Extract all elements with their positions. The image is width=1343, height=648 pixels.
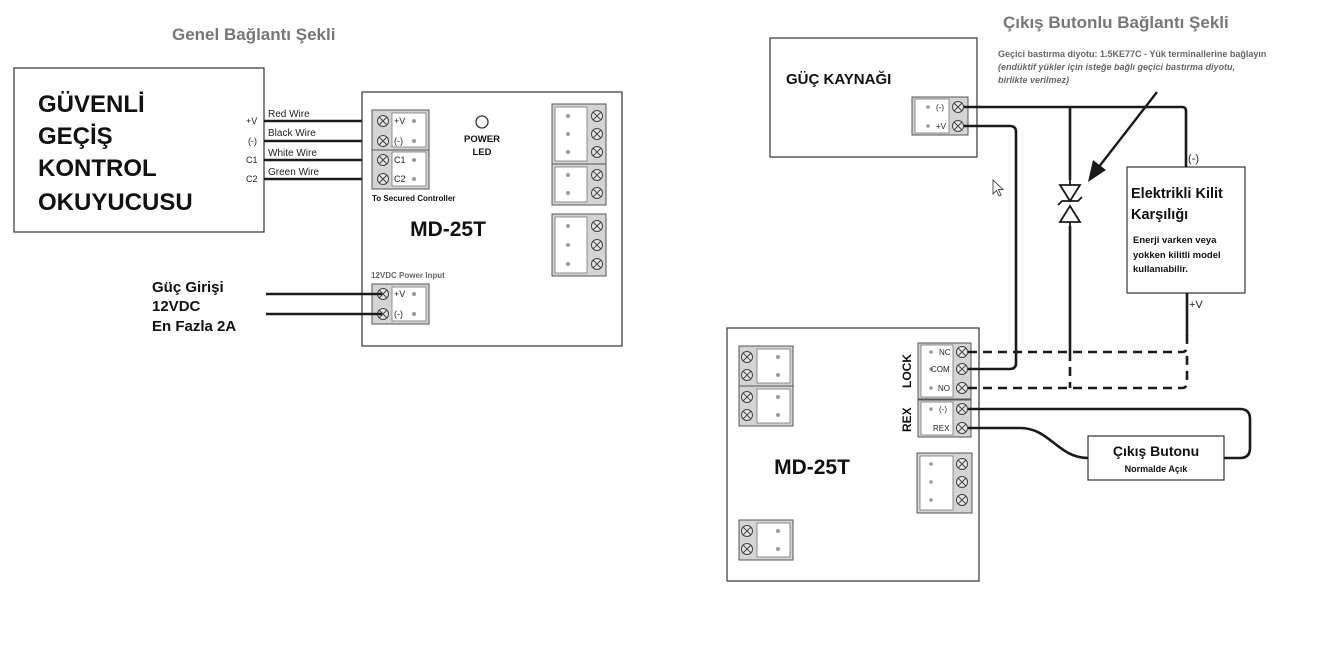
psu-term-minus: (-) (936, 103, 944, 112)
strike-title-line-2: Karşılığı (1131, 207, 1188, 223)
rex-terminal-block (551, 163, 607, 206)
board-term-plus-v: +V (394, 116, 405, 126)
reader-pin-minus: (-) (248, 136, 257, 146)
tvs-diode-icon (1057, 180, 1083, 226)
model-label-left: MD-25T (410, 218, 486, 241)
right-board-block-c (738, 519, 794, 561)
reader-label-line-2: GEÇİŞ (38, 123, 113, 150)
power-input-caption: 12VDC Power Input (371, 271, 445, 280)
power-input-line-1: Güç Girişi (152, 279, 224, 296)
psu-terminal-block (911, 96, 969, 136)
psu-minus-to-strike-wire (964, 105, 1188, 167)
aux-terminal-block (551, 213, 607, 277)
strike-desc-line-2: yokken kilitli model (1133, 250, 1221, 261)
white-wire-label: White Wire (268, 148, 317, 159)
general-connection-title: Genel Bağlantı Şekli (172, 25, 335, 44)
diode-note-line-2: (endüktif yükler için isteğe bağlı geçic… (998, 62, 1235, 72)
right-board-block-b (738, 385, 794, 427)
lock-term-no: NO (938, 384, 950, 393)
exit-button-label: Çıkış Butonu (1113, 443, 1199, 459)
exit-button-connection-title: Çıkış Butonlu Bağlantı Şekli (1003, 13, 1229, 32)
rex-input-terminal-block (917, 399, 972, 438)
strike-desc-line-1: Enerji varken veya (1133, 235, 1217, 246)
power-led-label-2: LED (473, 147, 492, 158)
reader-pin-c1: C1 (246, 155, 258, 165)
exit-button-box (1087, 435, 1225, 481)
relay-terminal-block-3 (551, 103, 607, 165)
rex-term-minus: (-) (939, 405, 947, 414)
mouse-cursor-icon (992, 178, 1005, 197)
right-board-block-d (916, 452, 973, 514)
exit-button-sublabel: Normalde Açık (1125, 464, 1189, 474)
rex-term-rex: REX (933, 424, 950, 433)
power-supply-label: GÜÇ KAYNAĞI (786, 70, 891, 88)
right-board-block-a (738, 345, 794, 387)
access-control-reader-box (13, 67, 265, 233)
lock-group-label: LOCK (900, 354, 914, 388)
lock-terminal-block (917, 342, 972, 400)
power-term-minus: (-) (394, 309, 403, 319)
strike-desc-line-3: kullanıabilir. (1133, 264, 1188, 275)
psu-term-plus-v: +V (936, 122, 947, 131)
strike-minus-label: (-) (1188, 153, 1199, 165)
diode-note-line-3: birlikte verilmez) (998, 75, 1069, 85)
power-input-terminal-block (371, 283, 430, 325)
power-led-icon (475, 115, 489, 129)
power-input-line-2: 12VDC (152, 298, 201, 315)
reader-label-line-4: OKUYUCUSU (38, 189, 193, 216)
nc-to-strike-dashed-wire (968, 335, 1189, 354)
rex-minus-to-button-wire (968, 407, 1252, 460)
board-term-c2: C2 (394, 174, 406, 184)
board-term-c1: C1 (394, 155, 406, 165)
black-wire-label: Black Wire (268, 128, 316, 139)
input-terminal-block-data (371, 149, 430, 190)
strike-plus-label: +V (1189, 299, 1203, 311)
model-label-right: MD-25T (774, 456, 850, 479)
power-input-line-3: En Fazla 2A (152, 318, 236, 335)
rex-to-button-wire (968, 426, 1089, 460)
red-wire-label: Red Wire (268, 109, 310, 120)
reader-pin-c2: C2 (246, 174, 258, 184)
lock-term-nc: NC (939, 348, 951, 357)
green-wire-label: Green Wire (268, 167, 320, 178)
reader-pin-plus-v: +V (246, 116, 257, 126)
board-term-minus: (-) (394, 136, 403, 146)
note-arrow-icon (1088, 91, 1158, 182)
strike-title-line-1: Elektrikli Kilit (1131, 186, 1223, 202)
input-terminal-block-power (371, 109, 430, 151)
power-term-plus-v: +V (394, 289, 405, 299)
lock-term-com: COM (931, 365, 950, 374)
reader-label-line-1: GÜVENLİ (38, 91, 145, 118)
reader-label-line-3: KONTROL (38, 155, 157, 182)
power-led-label-1: POWER (464, 134, 500, 145)
diode-note-line-1: Geçici bastırma diyotu: 1.5KE77C - Yük t… (998, 49, 1266, 59)
to-secured-controller-caption: To Secured Controller (372, 194, 455, 203)
rex-group-label: REX (900, 407, 914, 432)
electric-strike-box (1126, 166, 1246, 294)
psu-plus-to-com-wire (964, 124, 1018, 371)
no-to-strike-dashed-wire (968, 352, 1189, 390)
